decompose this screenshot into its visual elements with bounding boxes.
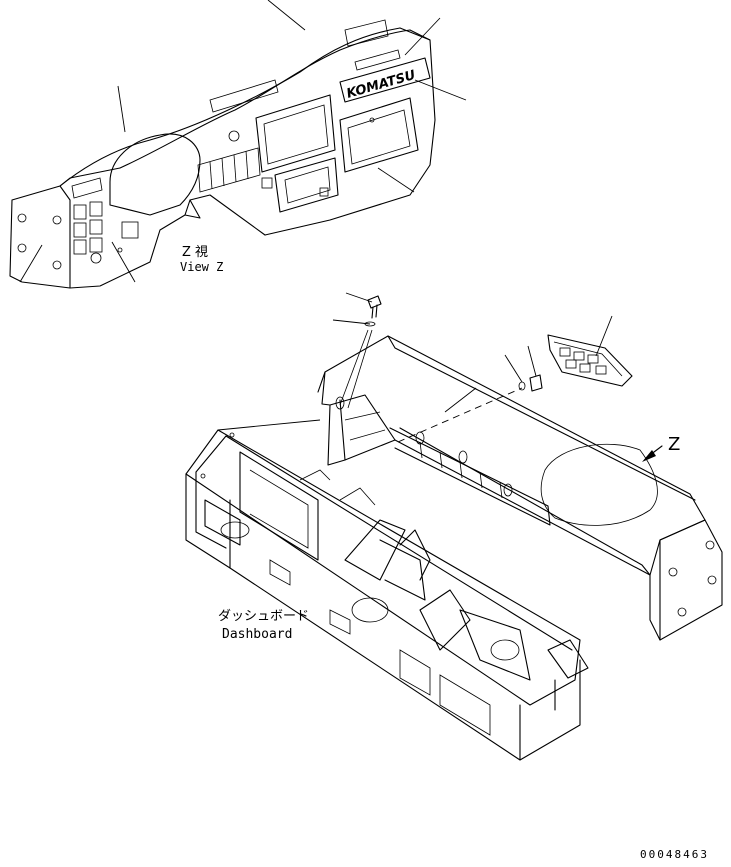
view-z-leader-lines (19, 0, 467, 283)
switch-panel (547, 315, 633, 387)
view-z-caption-jp: Z 視 (182, 245, 208, 260)
brand-logo-text: KOMATSU (345, 68, 418, 102)
drawing-number: 00048463 (640, 848, 709, 861)
z-marker-label: Z (668, 434, 680, 455)
dashboard-label-jp: ダッシュボード (218, 609, 309, 624)
mounting-bolt (332, 292, 382, 409)
dashboard-frame (185, 419, 589, 761)
side-bolt (504, 345, 543, 392)
dashboard-label-en: Dashboard (222, 627, 292, 642)
dashboard-cover (317, 335, 723, 641)
view-z-panel-cover: KOMATSU (9, 19, 436, 289)
view-z-direction-arrow (642, 445, 663, 462)
view-z-caption-en: View Z (180, 260, 223, 274)
